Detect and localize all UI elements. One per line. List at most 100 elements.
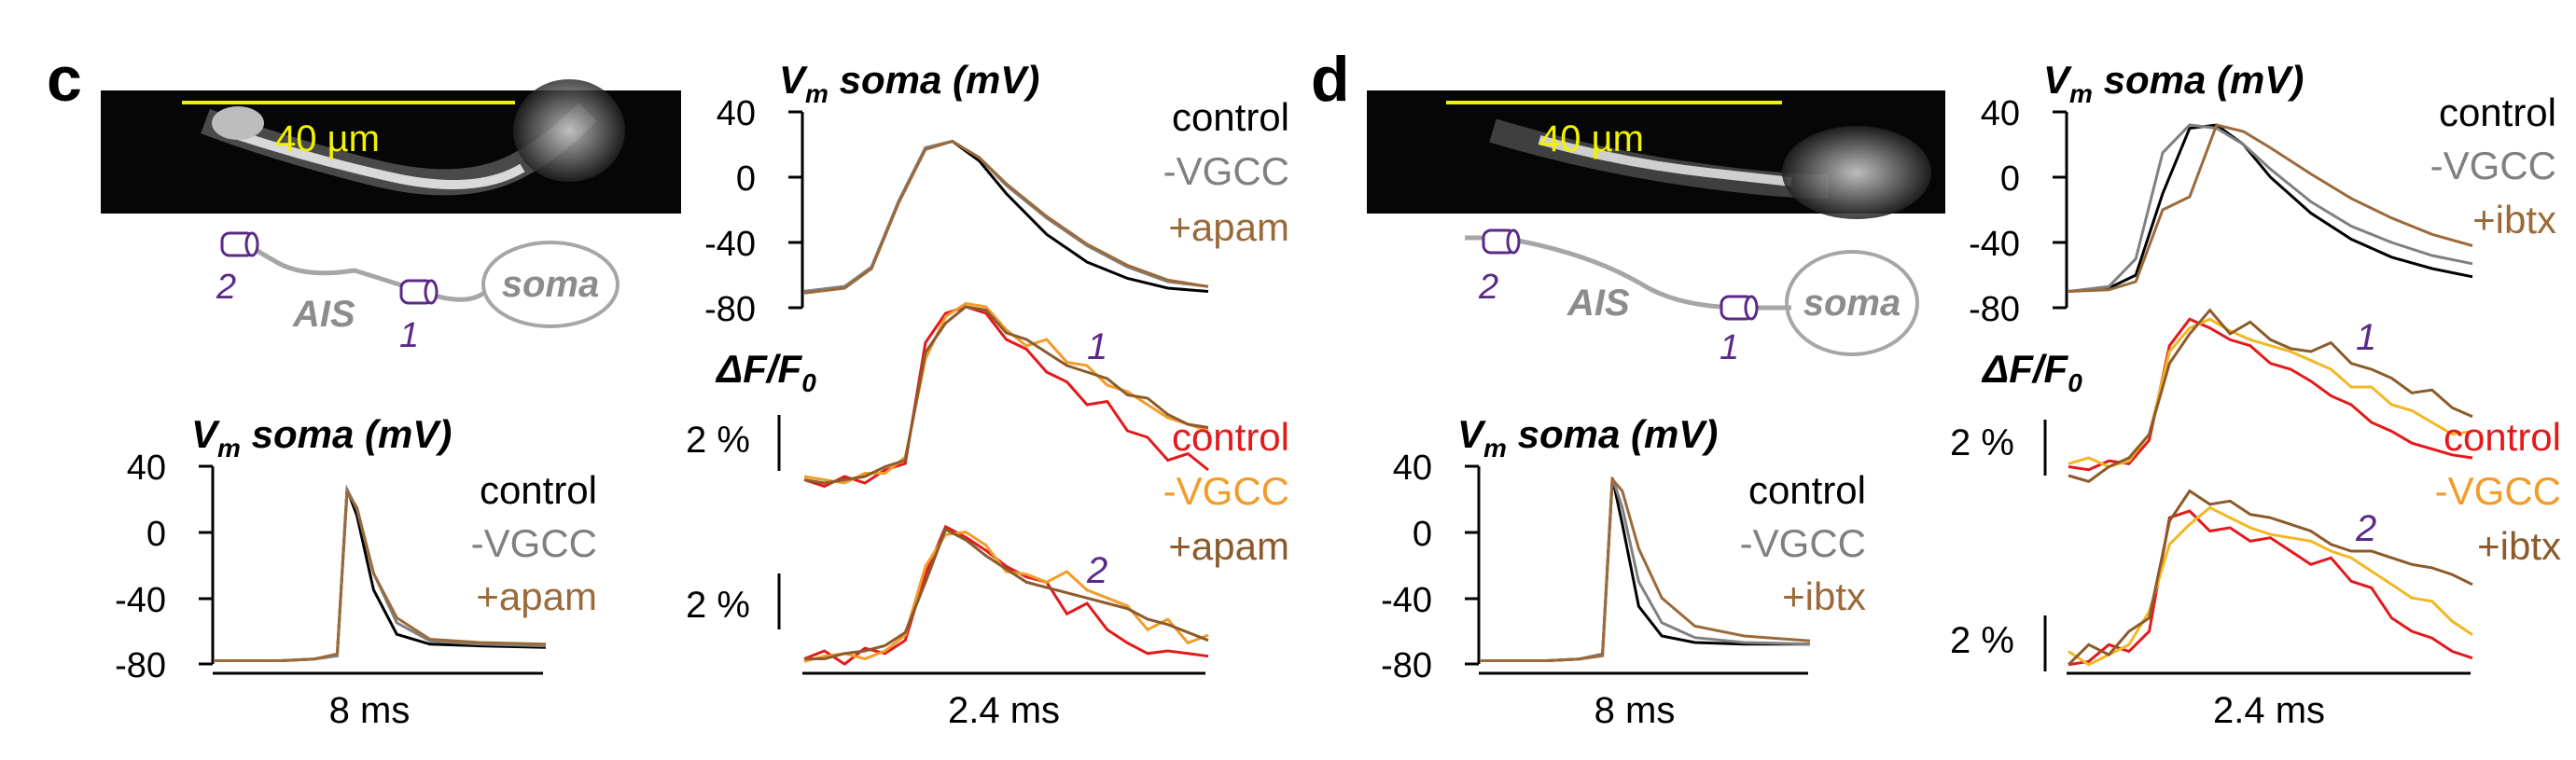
- trace-ibtx: [2068, 123, 2473, 293]
- c-df-site2-traces: [803, 524, 1209, 667]
- soma-outline: [481, 241, 620, 328]
- site-2-label: 2: [2355, 508, 2376, 549]
- legend-vgcc: -VGCC: [2435, 469, 2561, 513]
- c-vm-short-traces: [803, 139, 1209, 295]
- y-tick-minus80: -80: [704, 290, 756, 329]
- c-df-site1-traces: [803, 301, 1209, 489]
- microscopy-image: 40 µm: [1367, 90, 1945, 219]
- c-df-plots: ΔF/F0 2 % 2 % 1 2 control -VGCC +apam: [686, 301, 1289, 731]
- site-1-label: 1: [1720, 328, 1739, 367]
- y-tick-40: 40: [127, 449, 166, 488]
- trace-ibtx: [2067, 489, 2473, 666]
- legend-apam: +apam: [476, 574, 597, 618]
- legend: control -VGCC +ibtx: [2430, 90, 2556, 242]
- trace-apam: [215, 488, 547, 662]
- d-df-site1-traces: [2068, 308, 2473, 483]
- site-2-marker: [1482, 228, 1521, 255]
- neuron-schematic: soma AIS 2 1: [216, 231, 620, 355]
- y-tick-0: 0: [2000, 159, 2020, 199]
- panel-letter: c: [47, 44, 82, 115]
- site-2-marker: [220, 231, 259, 257]
- site-1-marker: [399, 279, 439, 305]
- vm-axis-title: Vm soma (mV): [1457, 412, 1718, 463]
- df-axis-title: ΔF/F0: [715, 347, 816, 397]
- legend-vgcc: -VGCC: [2430, 144, 2556, 187]
- vm-axis-title: Vm soma (mV): [2043, 58, 2304, 108]
- legend-ibtx: +ibtx: [2472, 198, 2556, 242]
- scale-bar-label: 40 µm: [1539, 118, 1644, 159]
- ais-label: AIS: [1566, 283, 1630, 324]
- trace-apam: [803, 305, 1209, 485]
- vm-axis-title: Vm soma (mV): [191, 412, 452, 463]
- site-2-label: 2: [1086, 550, 1107, 591]
- legend-df: control -VGCC +apam: [1163, 415, 1289, 568]
- y-tick-minus40: -40: [1381, 581, 1432, 620]
- y-tick-labels: 40 0 -40 -80: [115, 449, 166, 685]
- y-tick-40: 40: [717, 94, 756, 133]
- legend-control: control: [2444, 415, 2561, 459]
- panel-letter: d: [1311, 44, 1350, 115]
- legend-vgcc: -VGCC: [471, 521, 597, 565]
- c-vm-long-plot: Vm soma (mV) 40 0 -40 -80 control: [115, 412, 597, 731]
- legend-control: control: [1748, 468, 1866, 512]
- d-vm-short-plot: Vm soma (mV) 40 0 -40 -80 control: [1969, 58, 2556, 329]
- trace-control: [2068, 509, 2473, 667]
- time-scale-label: 2.4 ms: [948, 690, 1060, 731]
- site-1-label: 1: [2356, 317, 2376, 358]
- trace-control: [803, 139, 1209, 293]
- c-vm-short-plot: Vm soma (mV) 40 0 -40 -80 control: [704, 58, 1289, 329]
- df-axis-title: ΔF/F0: [1981, 347, 2082, 397]
- d-vm-long-plot: Vm soma (mV) 40 0 -40 -80 control: [1381, 412, 1866, 731]
- d-df-plots: ΔF/F0 2 % 2 % 1 2 control -VGCC +ibtx: [1950, 308, 2561, 731]
- legend-ibtx: +ibtx: [2477, 524, 2561, 568]
- legend-vgcc: -VGCC: [1740, 521, 1866, 565]
- y-tick-minus80: -80: [115, 646, 166, 685]
- y-ticks: [1465, 464, 1479, 666]
- legend-apam: +apam: [1168, 524, 1289, 568]
- trace-control: [2068, 317, 2473, 472]
- y-tick-minus40: -40: [115, 581, 166, 620]
- legend-vgcc: -VGCC: [1163, 149, 1289, 193]
- site-2-label: 2: [1478, 268, 1498, 307]
- y-tick-labels: 40 0 -40 -80: [704, 94, 756, 329]
- y-tick-minus80: -80: [1381, 646, 1432, 685]
- d-df-site2-traces: [2067, 489, 2473, 667]
- trace-apam: [804, 527, 1209, 660]
- scale-bar-label: 40 µm: [275, 118, 380, 159]
- d-vm-long-traces: [1481, 476, 1811, 662]
- y-tick-minus80: -80: [1969, 290, 2020, 329]
- microscopy-image: 40 µm: [101, 79, 681, 214]
- vm-axis-title: Vm soma (mV): [779, 58, 1039, 108]
- y-tick-minus40: -40: [704, 225, 756, 264]
- legend-ibtx: +ibtx: [1782, 574, 1866, 618]
- trace-control: [803, 524, 1209, 667]
- y-tick-40: 40: [1393, 449, 1432, 488]
- df-scale-label-1: 2 %: [1950, 422, 2014, 463]
- site-2-label: 2: [216, 268, 236, 307]
- legend-apam: +apam: [1168, 205, 1289, 249]
- trace-vgcc: [2068, 505, 2473, 667]
- df-scale-label-1: 2 %: [686, 420, 750, 461]
- y-tick-0: 0: [146, 515, 166, 554]
- legend-control: control: [1172, 415, 1289, 459]
- legend: control -VGCC +ibtx: [1740, 468, 1866, 618]
- y-tick-labels: 40 0 -40 -80: [1969, 94, 2020, 329]
- trace-vgcc: [803, 139, 1209, 293]
- time-scale-label: 2.4 ms: [2213, 690, 2325, 731]
- y-ticks: [199, 464, 213, 666]
- site-1-label: 1: [1087, 326, 1107, 367]
- soma-label: soma: [1803, 283, 1901, 324]
- soma-outline: [1785, 250, 1919, 356]
- soma-label: soma: [502, 264, 600, 305]
- legend-vgcc: -VGCC: [1163, 469, 1289, 513]
- legend-control: control: [480, 468, 597, 512]
- trace-vgcc: [2068, 123, 2473, 293]
- trace-control: [803, 305, 1209, 489]
- site-1-marker: [1720, 295, 1759, 321]
- trace-apam: [803, 139, 1209, 295]
- y-tick-40: 40: [1981, 94, 2020, 133]
- y-tick-0: 0: [736, 159, 756, 199]
- time-scale-label: 8 ms: [329, 690, 411, 731]
- y-tick-labels: 40 0 -40 -80: [1381, 449, 1432, 685]
